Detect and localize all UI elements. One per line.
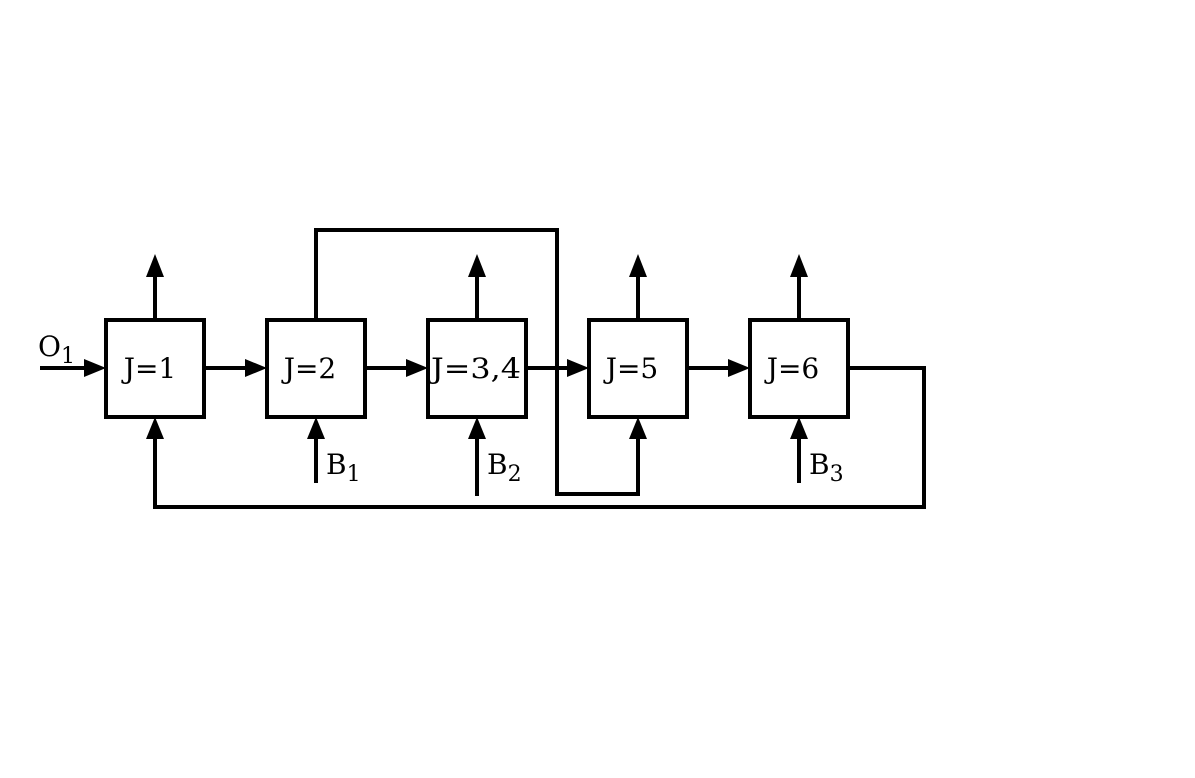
output-j34 bbox=[468, 254, 486, 320]
connector-line bbox=[153, 366, 926, 509]
block-j6: J=6 bbox=[748, 318, 850, 419]
arrow-right-icon bbox=[406, 359, 428, 377]
block-label: J=1 bbox=[121, 352, 177, 385]
block-j5: J=5 bbox=[587, 318, 689, 419]
arrow-up-icon bbox=[307, 417, 325, 439]
connector-j34-j5 bbox=[526, 359, 589, 377]
block-label: J=6 bbox=[764, 352, 820, 385]
input-b1-connector bbox=[307, 417, 325, 483]
arrow-right-icon bbox=[245, 359, 267, 377]
block-j1: J=1 bbox=[104, 318, 206, 419]
block-frame bbox=[426, 318, 528, 419]
arrow-up-icon bbox=[468, 254, 486, 277]
connector-j5-j6 bbox=[687, 359, 750, 377]
arrow-right-icon bbox=[567, 359, 589, 377]
arrow-up-icon bbox=[790, 254, 808, 277]
input-b3-connector bbox=[790, 417, 808, 483]
input-label-b3: B3 bbox=[809, 448, 844, 487]
arrow-right-icon bbox=[84, 359, 106, 377]
block-label: J=3,4 bbox=[428, 352, 521, 385]
bypass-j2-to-j5 bbox=[314, 228, 647, 496]
input-label-o1: O1 bbox=[38, 330, 75, 369]
block-frame bbox=[104, 318, 206, 419]
arrow-up-icon bbox=[629, 254, 647, 277]
arrow-up-icon bbox=[146, 417, 164, 439]
connector-j2-j34 bbox=[365, 359, 428, 377]
connector-line bbox=[314, 228, 640, 496]
arrow-up-icon bbox=[146, 254, 164, 277]
output-j6 bbox=[790, 254, 808, 320]
connector-j1-j2 bbox=[204, 359, 267, 377]
arrow-up-icon bbox=[629, 417, 647, 439]
block-frame bbox=[587, 318, 689, 419]
input-label-b2: B2 bbox=[487, 448, 522, 487]
output-j1 bbox=[146, 254, 164, 320]
block-j2: J=2 bbox=[265, 318, 367, 419]
input-o1-connector bbox=[40, 359, 106, 377]
input-b2-connector bbox=[468, 417, 486, 496]
input-label-b1: B1 bbox=[326, 448, 361, 487]
arrow-right-icon bbox=[728, 359, 750, 377]
output-j5 bbox=[629, 254, 647, 320]
block-label: J=2 bbox=[281, 352, 337, 385]
recycle-j6-to-j1 bbox=[146, 366, 926, 509]
arrow-up-icon bbox=[468, 417, 486, 439]
block-j34: J=3,4 bbox=[426, 318, 528, 419]
arrow-up-icon bbox=[790, 417, 808, 439]
block-frame bbox=[265, 318, 367, 419]
block-frame bbox=[748, 318, 850, 419]
block-label: J=5 bbox=[603, 352, 659, 385]
